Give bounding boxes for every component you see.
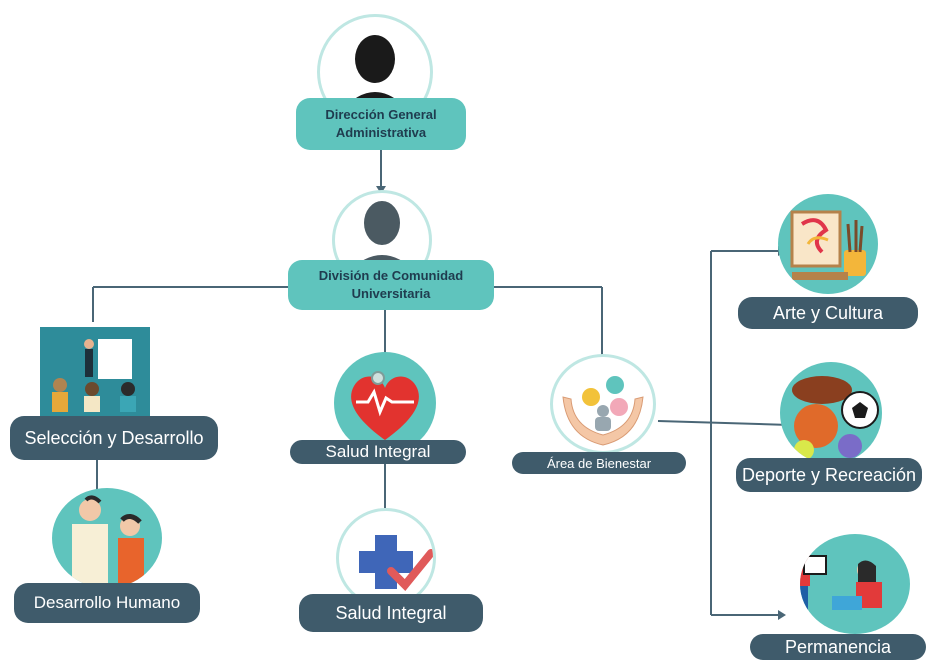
- desarrollo-humano-label-box: Desarrollo Humano: [14, 583, 200, 623]
- deporte-circle: [780, 362, 882, 464]
- salud-integral-label-2: Salud Integral: [335, 602, 447, 623]
- seleccion-illustration: [40, 327, 150, 417]
- salud-integral-label-box-2: Salud Integral: [299, 594, 483, 632]
- medical-cross-check-icon: [359, 535, 433, 591]
- division-label-line2: Universitaria: [351, 286, 431, 301]
- salud-integral-label-box-1: Salud Integral: [290, 440, 466, 464]
- arte-cultura-circle: [778, 194, 878, 294]
- direccion-label-line2: Administrativa: [335, 125, 427, 140]
- bienestar-circle: [550, 354, 656, 454]
- heart-stethoscope-icon: [351, 371, 419, 440]
- desarrollo-humano-label: Desarrollo Humano: [33, 593, 181, 612]
- sports-balls-icon: [792, 376, 879, 460]
- division-label-line1: División de Comunidad: [318, 268, 464, 283]
- mentoring-icon: [72, 495, 144, 584]
- bienestar-label-box: Área de Bienestar: [512, 452, 686, 474]
- permanencia-circle: [800, 534, 910, 634]
- bienestar-label: Área de Bienestar: [546, 455, 652, 471]
- division-box: División de Comunidad Universitaria: [288, 260, 494, 310]
- seleccion-label-box: Selección y Desarrollo: [10, 416, 218, 460]
- permanencia-label-box: Permanencia: [750, 634, 926, 660]
- study-people-icon: [800, 534, 882, 622]
- arte-cultura-label-box: Arte y Cultura: [738, 297, 918, 329]
- salud-integral-label-1: Salud Integral: [325, 442, 431, 461]
- salud-integral-circle-2: [336, 508, 436, 608]
- seleccion-label: Selección y Desarrollo: [24, 427, 204, 448]
- desarrollo-humano-circle: [52, 488, 162, 588]
- direccion-label-line1: Dirección General: [325, 107, 437, 122]
- hands-wellbeing-icon: [562, 376, 644, 446]
- direccion-general-box: Dirección General Administrativa: [296, 98, 466, 150]
- permanencia-label: Permanencia: [784, 636, 892, 657]
- deporte-label: Deporte y Recreación: [741, 464, 917, 485]
- arte-cultura-label: Arte y Cultura: [772, 302, 884, 323]
- salud-integral-circle-1: [334, 352, 436, 454]
- deporte-label-box: Deporte y Recreación: [736, 458, 922, 492]
- easel-paint-icon: [790, 210, 866, 280]
- presentation-icon: [52, 339, 136, 412]
